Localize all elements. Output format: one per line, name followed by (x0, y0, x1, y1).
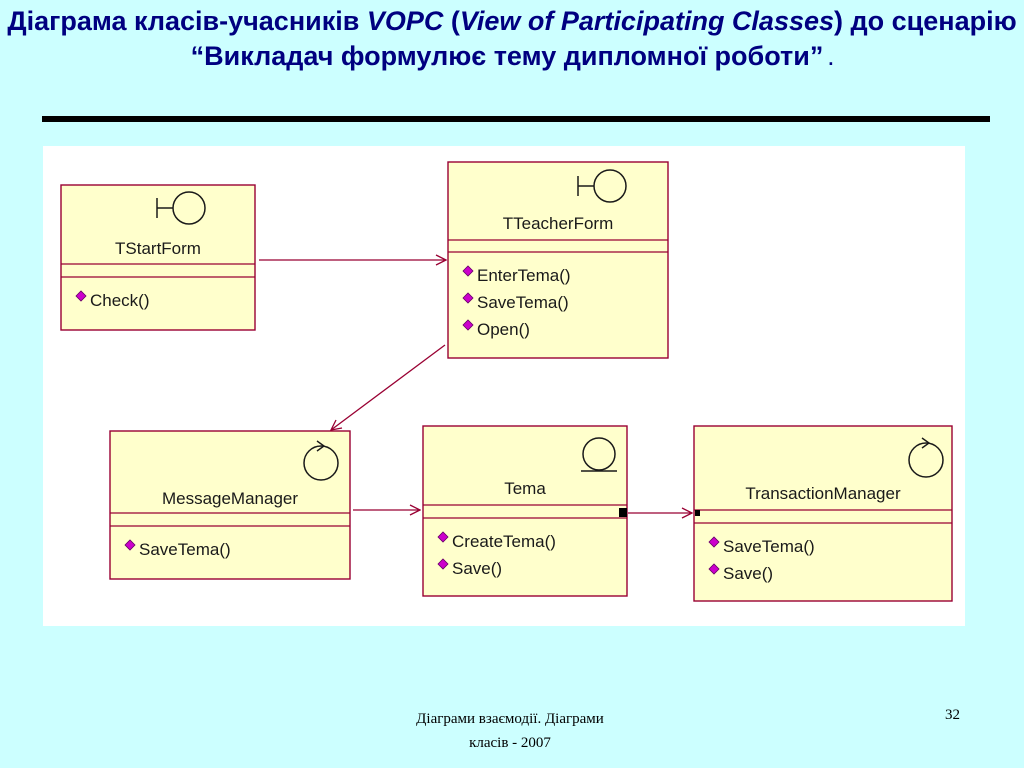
transactionmanager-operation-icon (708, 563, 720, 575)
title-dot: . (823, 49, 834, 69)
title-text-1: Діаграма класів-учасників (7, 6, 367, 36)
footer-caption: Діаграми взаємодії. Діаграми класів - 20… (360, 707, 660, 755)
footer-caption-line1: Діаграми взаємодії. Діаграми (416, 711, 604, 727)
tema-association-end-marker (619, 508, 627, 517)
title-divider (42, 116, 990, 122)
tema-operation: Save() (452, 559, 502, 578)
tteacherform-box (447, 161, 669, 359)
tema-operation-icon (437, 531, 449, 543)
tteacherform-class-name: TTeacherForm (503, 214, 614, 233)
tstartform-operation-icon (75, 290, 87, 302)
tema-operation: CreateTema() (452, 532, 556, 551)
messagemanager-operation: SaveTema() (139, 540, 231, 559)
tstartform-class-name: TStartForm (115, 239, 201, 258)
transactionmanager-control-arrow-icon (921, 437, 931, 449)
tteacherform-boundary-icon (593, 169, 627, 203)
messagemanager-box (109, 430, 351, 580)
messagemanager-operation-icon (124, 539, 136, 551)
tema-operation-icon (437, 558, 449, 570)
title-vopc: VOPC (366, 6, 444, 36)
transactionmanager-operation-icon (708, 536, 720, 548)
messagemanager-control-icon (303, 445, 339, 481)
page-number: 32 (945, 707, 960, 723)
messagemanager-class-name: MessageManager (162, 489, 298, 508)
association-tteacherform-to-messagemanager (331, 344, 446, 430)
tteacherform-operation-icon (462, 292, 474, 304)
tema-entity-icon (582, 437, 616, 471)
title-italic: View of Participating Classes (459, 6, 835, 36)
tteacherform-operation: Open() (477, 320, 530, 339)
transactionmanager-class-name: TransactionManager (745, 484, 901, 503)
transactionmanager-control-icon (908, 442, 944, 478)
transactionmanager-operation: Save() (723, 564, 773, 583)
title-text-3: ) до сценарію “Викладач формулює тему ди… (190, 6, 1017, 71)
tema-class-name: Tema (504, 479, 546, 498)
transactionmanager-association-end-marker (695, 510, 700, 516)
title-text-2: ( (443, 6, 460, 36)
transactionmanager-operation: SaveTema() (723, 537, 815, 556)
tteacherform-operation: SaveTema() (477, 293, 569, 312)
tteacherform-operation-icon (462, 319, 474, 331)
tteacherform-operation: EnterTema() (477, 266, 571, 285)
footer-caption-line2: класів - 2007 (469, 735, 551, 751)
tstartform-operation: Check() (90, 291, 150, 310)
tstartform-boundary-icon (172, 191, 206, 225)
messagemanager-control-arrow-icon (316, 440, 326, 452)
slide-title: Діаграма класів-учасників VOPC (View of … (0, 4, 1024, 77)
tema-box (422, 425, 628, 597)
tstartform-box (60, 184, 256, 331)
tteacherform-operation-icon (462, 265, 474, 277)
